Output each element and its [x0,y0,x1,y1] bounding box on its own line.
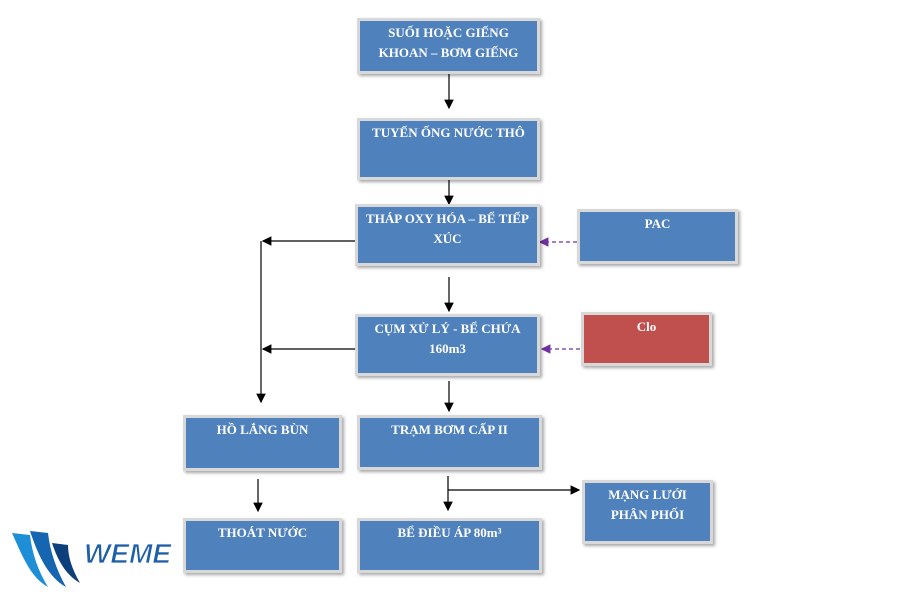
node-regulating-tank: BỂ ĐIỀU ÁP 80m³ [357,518,542,573]
node-raw-pipe-label: TUYẾN ỐNG NƯỚC THÔ [372,125,525,140]
node-clo-label: Clo [636,319,657,334]
node-pac-label: PAC [644,216,671,231]
node-oxidation: THÁP OXY HÓA – BỂ TIẾP XÚC [355,204,540,266]
node-pump2: TRẠM BƠM CẤP II [357,415,542,470]
logo-text: WEME [84,538,172,569]
node-raw-pipe: TUYẾN ỐNG NƯỚC THÔ [357,118,540,180]
node-sludge-pond: HỒ LẮNG BÙN [183,415,342,471]
node-regulating-tank-label: BỂ ĐIỀU ÁP 80m³ [397,525,502,540]
weme-logo: WEME [12,531,173,587]
node-pac: PAC [577,209,738,264]
node-drainage-label: THOÁT NƯỚC [217,525,308,540]
node-sludge-pond-label: HỒ LẮNG BÙN [216,422,309,437]
node-treatment: CỤM XỬ LÝ - BỂ CHỨA 160m3 [355,314,540,376]
node-network: MẠNG LƯỚI PHÂN PHỐI [582,480,713,544]
node-pump2-label: TRẠM BƠM CẤP II [391,422,508,437]
node-source: SUỐI HOẶC GIẾNG KHOAN – BƠM GIẾNG [357,18,540,74]
node-source-label: SUỐI HOẶC GIẾNG KHOAN – BƠM GIẾNG [378,25,519,60]
node-treatment-label: CỤM XỬ LÝ - BỂ CHỨA 160m3 [374,321,521,356]
node-network-label: MẠNG LƯỚI PHÂN PHỐI [608,487,687,522]
node-oxidation-label: THÁP OXY HÓA – BỂ TIẾP XÚC [366,211,529,246]
node-clo: Clo [581,312,712,366]
node-drainage: THOÁT NƯỚC [183,518,342,573]
